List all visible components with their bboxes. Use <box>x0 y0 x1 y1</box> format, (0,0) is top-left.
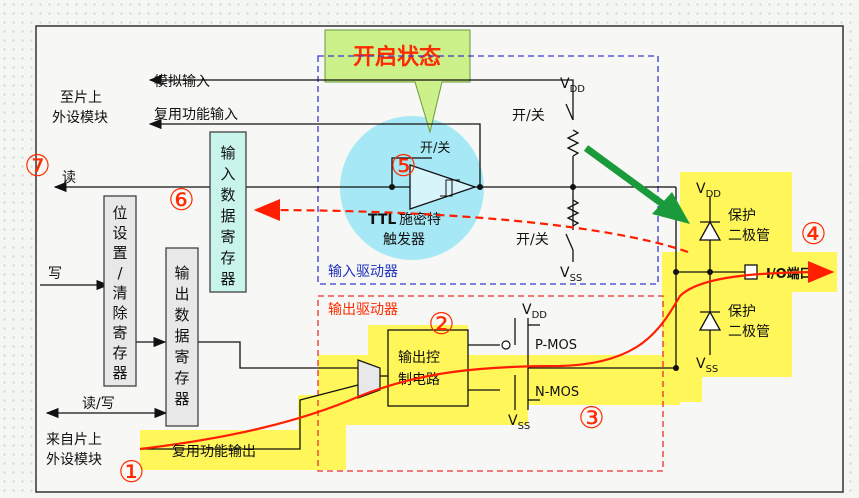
set-reset-register-label-char: 器 <box>112 364 127 382</box>
input-path-dashed <box>253 199 689 254</box>
vss-mos: VSS <box>508 413 530 432</box>
output-data-register-label-char: 寄 <box>174 348 189 366</box>
set-reset-register-label-char: 位 <box>112 204 127 222</box>
output-data-register-label-char: 出 <box>174 285 189 303</box>
marker-3: ③ <box>578 401 605 436</box>
to-chip-label-1: 至片上 <box>60 90 102 106</box>
output-mux <box>357 359 381 399</box>
input-data-register-label-char: 寄 <box>220 228 235 246</box>
protection-diodes <box>698 220 722 331</box>
from-chip-label-2: 外设模块 <box>46 452 102 468</box>
output-data-register-label-char: 据 <box>174 327 189 345</box>
pmos-label: P-MOS <box>535 338 577 353</box>
schmitt-switch-label: 开/关 <box>420 141 450 156</box>
output-control-circuit <box>387 329 469 407</box>
set-reset-register <box>103 195 137 387</box>
input-data-register-label-char: 数 <box>220 186 235 204</box>
markers: ① ② ③ ④ ⑤ ⑥ ⑦ <box>24 149 827 490</box>
marker-4: ④ <box>800 217 827 252</box>
set-reset-register-label-char: 设 <box>112 224 127 242</box>
read-write-label: 读/写 <box>82 395 115 412</box>
set-reset-register-label-char: 存 <box>112 344 127 362</box>
output-path <box>139 261 835 451</box>
io-pin-label: I/O端口 <box>766 266 813 282</box>
switch-top-label: 开/关 <box>512 108 545 124</box>
analog-input-label: 模拟输入 <box>154 74 210 90</box>
output-data-register-label-char: 数 <box>174 306 189 324</box>
output-data-register-label-char: 器 <box>174 390 189 408</box>
from-chip-label-1: 来自片上 <box>46 432 102 448</box>
vss-diode: VSS <box>696 356 718 375</box>
switch-bottom-label: 开/关 <box>516 232 549 248</box>
marker-1: ① <box>118 455 145 490</box>
alt-input-label: 复用功能输入 <box>154 106 238 123</box>
vdd-mos: VDD <box>522 302 547 321</box>
callout-title: 开启状态 <box>353 44 441 70</box>
input-data-register-label-char: 器 <box>220 270 235 288</box>
schmitt-label-2: 触发器 <box>383 232 425 248</box>
green-arrow <box>583 145 690 224</box>
marker-7: ⑦ <box>24 149 51 184</box>
set-reset-register-label-char: / <box>117 264 123 282</box>
protect-bottom-label-1: 保护 <box>728 304 756 320</box>
output-data-register-label-char: 输 <box>174 264 189 282</box>
input-driver-label: 输入驱动器 <box>328 264 398 280</box>
to-chip-label-2: 外设模块 <box>52 110 108 126</box>
output-control-label-1: 输出控 <box>398 350 440 366</box>
vdd-diode: VDD <box>696 181 721 200</box>
protect-top-label-1: 保护 <box>728 208 756 224</box>
pmos-bubble <box>501 340 511 350</box>
junctions <box>389 184 713 371</box>
marker-2: ② <box>428 307 455 342</box>
protect-bottom-label-2: 二极管 <box>728 324 770 340</box>
io-pin-square <box>744 264 758 280</box>
output-data-register-label-char: 存 <box>174 369 189 387</box>
output-driver-label: 输出驱动器 <box>328 302 398 318</box>
marker-6: ⑥ <box>168 183 195 218</box>
marker-5: ⑤ <box>390 149 417 184</box>
write-label: 写 <box>48 266 62 282</box>
ttl-label: TTL <box>368 212 396 228</box>
set-reset-register-label-char: 寄 <box>112 324 127 342</box>
output-driver-box <box>317 295 664 472</box>
protect-top-label-2: 二极管 <box>728 228 770 244</box>
set-reset-register-label-char: 除 <box>112 304 127 322</box>
input-data-register-label-char: 入 <box>220 165 235 183</box>
output-data-register <box>165 247 199 427</box>
input-driver-box <box>317 55 659 285</box>
set-reset-register-label-char: 清 <box>112 284 127 302</box>
alt-output-label: 复用功能输出 <box>172 443 256 460</box>
input-data-register-label-char: 输 <box>220 144 235 162</box>
input-data-register <box>209 131 247 293</box>
vss-top: VSS <box>560 265 582 284</box>
read-label: 读 <box>62 169 76 186</box>
schmitt-trigger <box>409 164 478 210</box>
set-reset-register-label-char: 置 <box>112 244 127 262</box>
nmos-label: N-MOS <box>535 385 579 400</box>
vdd-top: VDD <box>560 76 585 95</box>
input-data-register-label-char: 据 <box>220 207 235 225</box>
pull-resistors <box>565 103 580 251</box>
input-data-register-label-char: 存 <box>220 249 235 267</box>
